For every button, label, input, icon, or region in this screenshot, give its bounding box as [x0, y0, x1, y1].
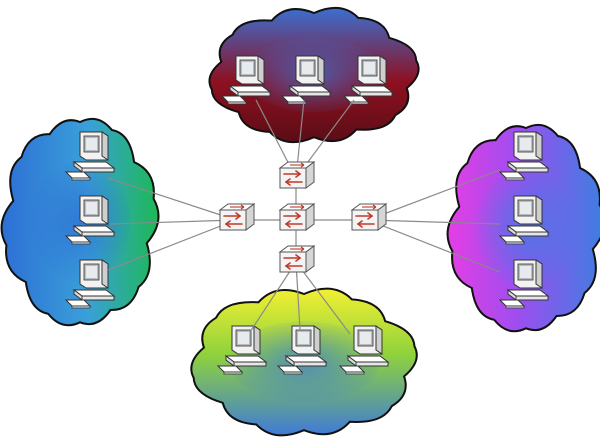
link-right-pc-2	[367, 219, 501, 225]
cloud-bottom	[190, 287, 418, 437]
link-left-pc-1	[107, 177, 237, 221]
desktop-computer-icon	[276, 325, 328, 375]
cloud-groups	[0, 6, 600, 437]
link-right-pc-1	[367, 169, 501, 221]
desktop-computer-icon	[338, 325, 390, 375]
cloud-top	[208, 6, 420, 144]
workstation-top-2	[280, 55, 332, 105]
workstation-right-1	[498, 131, 550, 181]
workstation-bottom-2	[276, 325, 328, 375]
workstation-bottom-3	[338, 325, 390, 375]
desktop-computer-icon	[216, 325, 268, 375]
desktop-computer-icon	[64, 195, 116, 245]
link-bottom-pc-3	[295, 261, 351, 335]
network-switch-icon	[278, 203, 316, 231]
desktop-computer-icon	[64, 259, 116, 309]
desktop-computer-icon	[342, 55, 394, 105]
workstation-bottom-1	[216, 325, 268, 375]
workstation-left-2	[64, 195, 116, 245]
desktop-computer-icon	[220, 55, 272, 105]
left-switch	[218, 203, 256, 231]
workstation-right-2	[498, 195, 550, 245]
desktop-computer-icon	[64, 131, 116, 181]
desktop-computer-icon	[280, 55, 332, 105]
link-right-pc-3	[367, 219, 501, 273]
network-switch-icon	[278, 161, 316, 189]
workstation-top-3	[342, 55, 394, 105]
workstation-right-3	[498, 259, 550, 309]
switch-group	[218, 161, 388, 273]
top-switch	[278, 161, 316, 189]
network-switch-icon	[278, 245, 316, 273]
workstation-left-3	[64, 259, 116, 309]
cloud-right	[446, 123, 600, 333]
link-left-pc-3	[107, 219, 237, 271]
link-bottom-pc-1	[249, 261, 297, 333]
network-switch-icon	[218, 203, 256, 231]
desktop-computer-icon	[498, 259, 550, 309]
link-left-pc-2	[109, 219, 237, 225]
cloud-highlight	[29, 162, 131, 282]
bottom-switch	[278, 245, 316, 273]
desktop-computer-icon	[498, 195, 550, 245]
cloud-left	[0, 117, 160, 327]
core-switch	[278, 203, 316, 231]
right-switch	[350, 203, 388, 231]
workstation-left-1	[64, 131, 116, 181]
workstation-top-1	[220, 55, 272, 105]
desktop-computer-icon	[498, 131, 550, 181]
link-bottom-pc-2	[295, 261, 301, 331]
network-switch-icon	[350, 203, 388, 231]
